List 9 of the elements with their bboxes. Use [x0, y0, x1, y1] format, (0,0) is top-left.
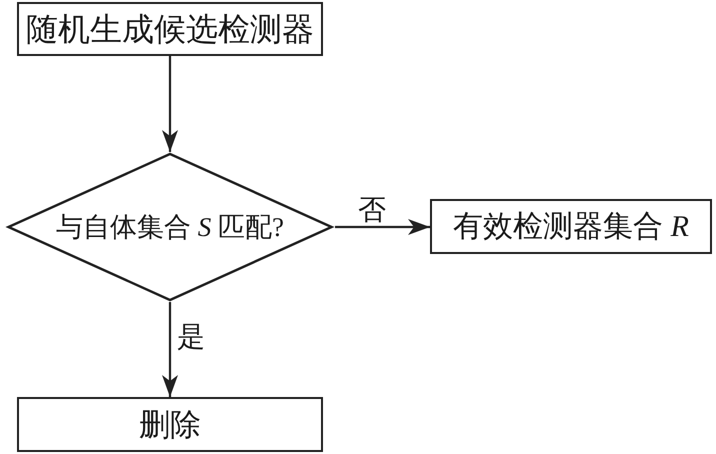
process-box: 删除 — [17, 397, 323, 452]
decision-diamond: 与自体集合 S 匹配? — [5, 152, 335, 302]
arrow — [162, 56, 178, 152]
process-box: 随机生成候选检测器 — [17, 2, 323, 56]
process-box: 有效检测器集合 R — [430, 199, 712, 254]
edge-label: 是 — [176, 324, 206, 352]
arrow — [335, 219, 430, 235]
edge-label: 否 — [357, 197, 387, 225]
arrow — [162, 302, 178, 397]
